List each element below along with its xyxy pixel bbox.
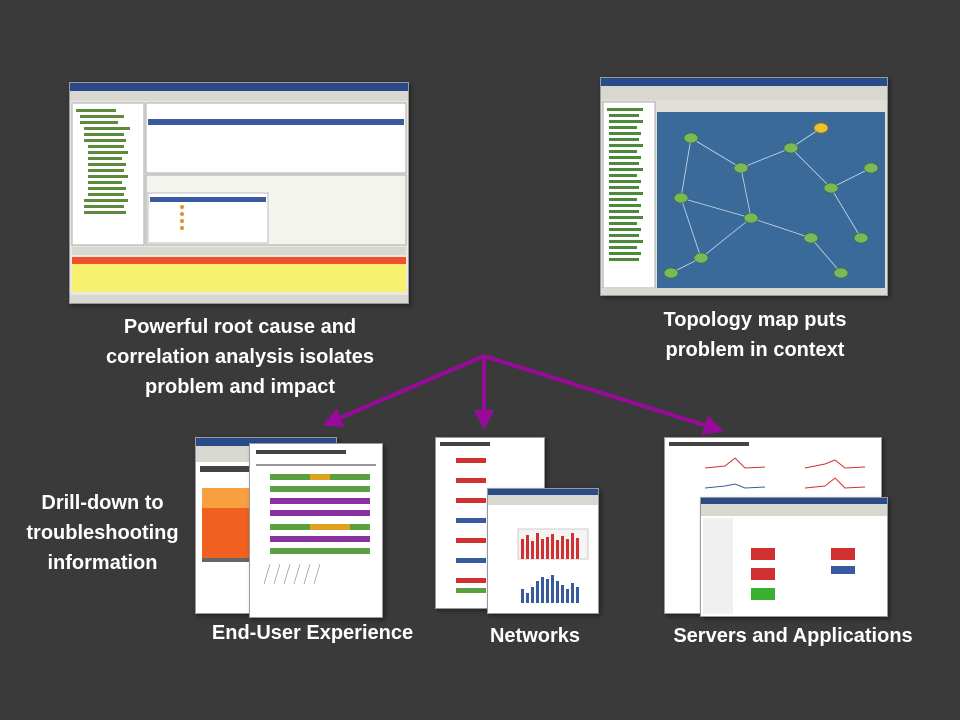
root-cause-console-screenshot [69, 82, 409, 304]
root-cause-caption: Powerful root cause and correlation anal… [106, 316, 374, 398]
end-user-experience-label: End-User Experience [211, 622, 414, 644]
servers-and-applications-label: Servers and Applications [673, 625, 913, 647]
arrow-to-end-user [322, 354, 485, 427]
topology-map-screenshot [600, 77, 888, 296]
drilldown-caption: Drill-down to troubleshooting informatio… [26, 492, 179, 574]
topology-caption: Topology map puts problem in context [663, 309, 847, 361]
networks-browser-screenshot [487, 488, 599, 614]
arrow-to-servers [483, 354, 724, 435]
end-user-report-screenshot [249, 443, 383, 618]
networks-label: Networks [489, 625, 581, 647]
servers-browser-screenshot [700, 497, 888, 617]
